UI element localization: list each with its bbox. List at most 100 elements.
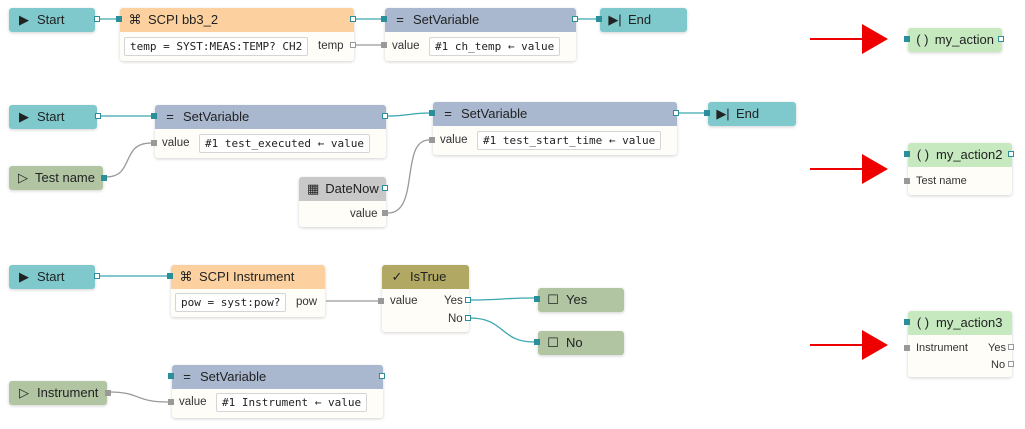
command-icon: ⌘ bbox=[128, 12, 142, 27]
setvar-flow-out-port[interactable] bbox=[379, 373, 385, 379]
start-label: Start bbox=[37, 109, 65, 124]
action-title: my_action bbox=[934, 32, 994, 47]
setvar-input-label: value bbox=[179, 396, 207, 408]
check-icon: ✓ bbox=[391, 269, 403, 284]
end-node-1[interactable]: ▶|End bbox=[596, 8, 687, 32]
no-flow-in-port[interactable] bbox=[534, 339, 540, 345]
start-node-2[interactable]: ▶ Start bbox=[9, 105, 101, 129]
action-node-1[interactable]: ( )my_action bbox=[904, 28, 1004, 52]
input-node-test-name[interactable]: ▷ Test name bbox=[9, 166, 107, 190]
setvariable-node-1[interactable]: = SetVariable value #1 ch_temp ← value bbox=[381, 8, 578, 61]
istrue-input-label: value bbox=[390, 295, 418, 307]
start-node-1[interactable]: ▶Start bbox=[9, 8, 100, 32]
action-input-port[interactable] bbox=[904, 178, 910, 184]
istrue-yes-out-port[interactable] bbox=[465, 297, 471, 303]
istrue-no-out-port[interactable] bbox=[465, 315, 471, 321]
istrue-value-in-port[interactable] bbox=[378, 298, 384, 304]
action-no-out-port[interactable] bbox=[1008, 361, 1014, 367]
input-out-port[interactable] bbox=[101, 175, 107, 181]
setvariable-node-2a[interactable]: =SetVariable value #1 test_executed ← va… bbox=[151, 105, 388, 158]
istrue-node[interactable]: ✓IsTrue value Yes No bbox=[378, 265, 471, 332]
scpi-temp-out-port[interactable] bbox=[350, 42, 356, 48]
square-icon: ☐ bbox=[547, 292, 559, 307]
action-input-label: Instrument bbox=[916, 342, 968, 354]
equals-icon: = bbox=[444, 106, 452, 121]
scpi-node-3[interactable]: ⌘SCPI Instrument pow = syst:pow? pow bbox=[167, 265, 325, 317]
action-flow-in-port[interactable] bbox=[904, 151, 910, 157]
input-label: Instrument bbox=[37, 385, 99, 400]
setvar-expression: #1 ch_temp ← value bbox=[429, 37, 561, 56]
red-arrow-head-2 bbox=[862, 154, 888, 184]
setvar-input-label: value bbox=[392, 40, 420, 52]
setvar-input-label: value bbox=[162, 137, 190, 149]
no-node[interactable]: ☐No bbox=[534, 331, 624, 355]
input-label: Test name bbox=[35, 170, 95, 185]
setvar-title: SetVariable bbox=[413, 12, 480, 27]
start-flow-out-port[interactable] bbox=[94, 16, 100, 22]
setvar-value-in-port[interactable] bbox=[429, 137, 435, 143]
action-node-3[interactable]: ( )my_action3 Instrument Yes No bbox=[904, 311, 1014, 377]
setvar-flow-in-port[interactable] bbox=[381, 16, 387, 22]
parentheses-icon: ( ) bbox=[916, 315, 930, 330]
setvar-flow-out-port[interactable] bbox=[382, 113, 388, 119]
setvariable-node-2b[interactable]: =SetVariable value #1 test_start_time ← … bbox=[429, 102, 679, 155]
datenow-output-label: value bbox=[350, 208, 378, 220]
end-node-2[interactable]: ▶|End bbox=[704, 102, 796, 126]
play-outline-icon: ▷ bbox=[18, 170, 28, 185]
play-icon: ▶ bbox=[19, 12, 29, 27]
input-out-port[interactable] bbox=[105, 390, 111, 396]
setvariable-node-3[interactable]: = SetVariable value #1 Instrument ← value bbox=[168, 365, 385, 418]
yes-flow-in-port[interactable] bbox=[534, 296, 540, 302]
play-icon: ▶ bbox=[19, 109, 29, 124]
red-arrow-head-1 bbox=[862, 24, 888, 54]
setvar-value-in-port[interactable] bbox=[151, 140, 157, 146]
setvar-title: SetVariable bbox=[183, 109, 250, 124]
start-flow-out-port[interactable] bbox=[94, 273, 100, 279]
action-flow-in-port[interactable] bbox=[904, 36, 910, 42]
action-flow-in-port[interactable] bbox=[904, 319, 910, 325]
action-input-label: Test name bbox=[916, 175, 967, 187]
equals-icon: = bbox=[183, 369, 191, 384]
datenow-value-out-port[interactable] bbox=[382, 210, 388, 216]
setvar-flow-out-port[interactable] bbox=[673, 110, 679, 116]
input-node-instrument[interactable]: ▷Instrument bbox=[9, 381, 111, 405]
setvar-flow-in-port[interactable] bbox=[168, 373, 174, 379]
scpi-node-1[interactable]: ⌘SCPI bb3_2 temp = SYST:MEAS:TEMP? CH2 t… bbox=[116, 8, 356, 61]
scpi-flow-out-port[interactable] bbox=[350, 16, 356, 22]
end-flow-in-port[interactable] bbox=[704, 110, 710, 116]
end-icon: ▶| bbox=[716, 106, 730, 121]
action-flow-out-port[interactable] bbox=[998, 36, 1004, 42]
start-flow-out-port[interactable] bbox=[95, 113, 101, 119]
setvar-expression: #1 test_start_time ← value bbox=[477, 131, 662, 150]
yes-node[interactable]: ☐Yes bbox=[534, 288, 624, 312]
square-icon: ☐ bbox=[547, 335, 559, 350]
red-arrow-line-2 bbox=[810, 168, 865, 170]
setvar-expression: #1 Instrument ← value bbox=[216, 393, 368, 412]
scpi-flow-in-port[interactable] bbox=[116, 16, 122, 22]
action-input-port[interactable] bbox=[904, 345, 910, 351]
scpi-expression: pow = syst:pow? bbox=[175, 293, 287, 312]
datenow-node[interactable]: ▦DateNow value bbox=[299, 177, 388, 227]
scpi-flow-in-port[interactable] bbox=[167, 273, 173, 279]
scpi-output-label: pow bbox=[296, 296, 318, 308]
setvar-flow-out-port[interactable] bbox=[572, 16, 578, 22]
wire-datenow-value bbox=[387, 139, 430, 214]
action-no-label: No bbox=[991, 359, 1006, 371]
action-flow-out-port[interactable] bbox=[1008, 151, 1014, 157]
setvar-flow-in-port[interactable] bbox=[429, 110, 435, 116]
datenow-flow-out-port[interactable] bbox=[382, 185, 388, 191]
setvar-flow-in-port[interactable] bbox=[151, 113, 157, 119]
setvar-value-in-port[interactable] bbox=[168, 399, 174, 405]
end-flow-in-port[interactable] bbox=[596, 16, 602, 22]
istrue-yes-label: Yes bbox=[444, 295, 463, 307]
setvar-title: SetVariable bbox=[200, 369, 267, 384]
action-node-2[interactable]: ( ) my_action2 Test name bbox=[904, 143, 1014, 195]
parentheses-icon: ( ) bbox=[916, 147, 930, 162]
action-yes-out-port[interactable] bbox=[1008, 344, 1014, 350]
action-yes-label: Yes bbox=[988, 342, 1006, 354]
start-node-3[interactable]: ▶Start bbox=[9, 265, 100, 289]
setvar-value-in-port[interactable] bbox=[381, 42, 387, 48]
equals-icon: = bbox=[396, 12, 404, 27]
action-title: my_action2 bbox=[936, 147, 1003, 162]
